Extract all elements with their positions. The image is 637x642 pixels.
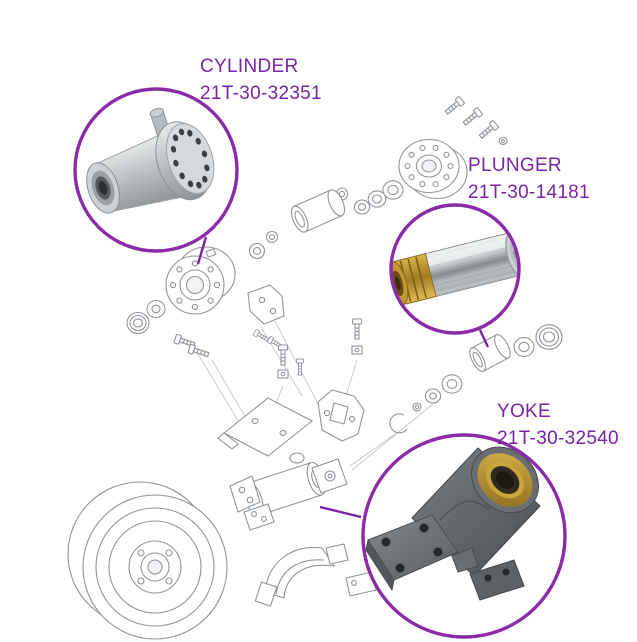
plunger-callout [389,203,521,335]
yoke-callout [361,433,567,639]
assembly-guide-lines [197,320,434,471]
plunger-part-number: 21T-30-14181 [468,182,590,203]
yoke-title: YOKE [497,401,551,422]
cylinder-callout-circle [73,87,239,253]
mounting-screws [173,333,211,360]
clevis-bracket-part [317,389,365,442]
plunger-title: PLUNGER [468,155,562,176]
flange-hub-part [398,138,468,200]
hub-part [165,246,236,315]
top-right-screws [443,95,508,146]
yoke-part-number: 21T-30-32540 [497,428,619,449]
cylinder-part-photo [86,107,215,214]
small-rings [248,230,279,260]
leader-line-cylinder [196,236,208,265]
cylinder-callout [73,87,239,253]
plunger-callout-circle [389,203,521,335]
yoke-callout-circle [361,433,567,639]
recoil-assembly-part [229,452,348,531]
plunger-label: PLUNGER 21T-30-14181 [468,152,590,206]
cylinder-title: CYLINDER [200,56,299,77]
idler-wheel-part [67,481,228,640]
yoke-part-photo [365,446,541,601]
fork-yoke-drawing-part [254,543,377,607]
right-cluster-parts [424,324,563,404]
mount-plate-part [217,397,314,457]
cylinder-part-number: 21T-30-32351 [200,83,322,104]
leader-line-plunger [478,329,490,348]
leader-line-yoke [319,505,362,519]
cylinder-label: CYLINDER 21T-30-32351 [200,53,322,107]
sleeve-tube-part [290,189,346,233]
yoke-label: YOKE 21T-30-32540 [497,398,619,452]
side-bracket-part [247,284,285,350]
left-seal-rings [126,299,166,335]
vertical-bolts [277,318,363,379]
snap-ring-part [389,402,422,434]
